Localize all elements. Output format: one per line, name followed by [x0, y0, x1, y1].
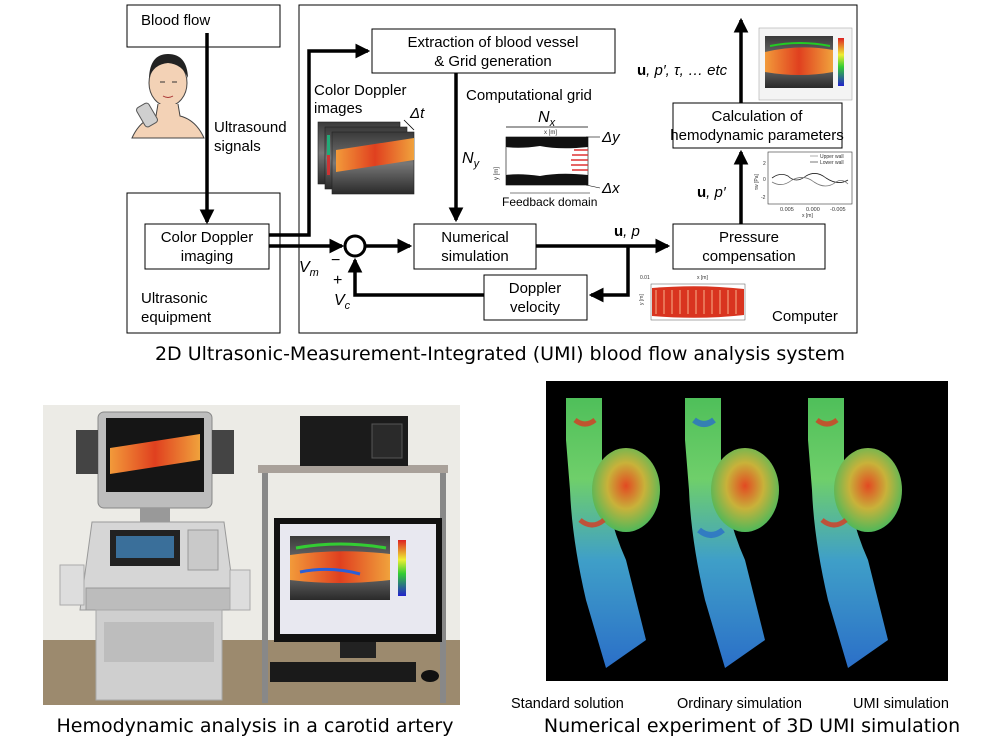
delta-t-label: Δt	[409, 105, 425, 122]
svg-text:0.01: 0.01	[640, 275, 650, 281]
vessel-umi-simulation	[808, 398, 902, 668]
svg-text:0.005: 0.005	[780, 207, 794, 213]
svg-text:0.000: 0.000	[806, 207, 820, 213]
numerical-simulation-label-1: Numerical	[441, 229, 509, 246]
delta-x-label: Δx	[601, 180, 620, 197]
svg-text:Lower wall: Lower wall	[820, 160, 844, 166]
vessel-standard-solution	[566, 398, 660, 668]
doppler-velocity-label-1: Doppler	[509, 280, 562, 297]
carotid-caption: Hemodynamic analysis in a carotid artery	[57, 715, 454, 737]
sim-label-standard: Standard solution	[511, 696, 624, 712]
svg-text:-2: -2	[761, 195, 766, 201]
ultrasonic-label-2: equipment	[141, 309, 212, 326]
color-doppler-images-label-1: Color Doppler	[314, 82, 407, 99]
svg-text:τw [Pa]: τw [Pa]	[754, 174, 760, 190]
wall-shear-plot: Upper wall Lower wall 0.005 0.000 -0.005…	[754, 151, 853, 219]
ultrasound-label-2: signals	[214, 138, 261, 155]
computer-label: Computer	[772, 308, 838, 325]
color-doppler-imaging-label-1: Color Doppler	[161, 229, 254, 246]
minus-sign: −	[331, 252, 340, 269]
blood-flow-label: Blood flow	[141, 12, 210, 29]
plus-sign: +	[333, 272, 342, 289]
vessel-ordinary-simulation	[685, 398, 779, 668]
svg-text:-0.005: -0.005	[830, 207, 846, 213]
calculation-label-2: hemodynamic parameters	[670, 127, 843, 144]
delta-t-tick	[403, 119, 415, 131]
sim-label-ordinary: Ordinary simulation	[677, 696, 802, 712]
summing-junction	[343, 234, 367, 258]
nx-label: Nx	[538, 109, 556, 129]
ultrasound-label-1: Ultrasound	[214, 119, 287, 136]
velocity-field-thumbnail: 0.01 x [m] y [m]	[639, 275, 746, 321]
computational-grid-label: Computational grid	[466, 87, 592, 104]
u-p-label: u, p	[614, 223, 640, 240]
color-doppler-imaging-box	[144, 223, 270, 270]
pressure-compensation-label-1: Pressure	[719, 229, 779, 246]
blood-flow-box	[126, 4, 281, 48]
calculation-label-1: Calculation of	[712, 108, 804, 125]
svg-text:y [m]: y [m]	[639, 294, 645, 305]
grid-axis-y: y [m]	[494, 167, 500, 180]
arrow-vc-feedback	[347, 257, 484, 297]
doppler-velocity-box	[483, 274, 588, 321]
umi-3d-simulation-image	[546, 381, 948, 681]
svg-text:x [m]: x [m]	[802, 213, 813, 219]
doppler-velocity-label-2: velocity	[510, 299, 561, 316]
output-result-thumbnail	[758, 27, 853, 101]
color-doppler-imaging-label-2: imaging	[181, 248, 234, 265]
arrow-to-extraction	[269, 43, 371, 237]
numerical-simulation-label-2: simulation	[441, 248, 509, 265]
patient-face-illustration	[131, 54, 205, 139]
computer-frame	[298, 4, 858, 334]
grid-axis-x: x [m]	[544, 130, 557, 136]
delta-x-tick	[585, 184, 601, 189]
pressure-compensation-label-2: compensation	[702, 248, 795, 265]
ultrasonic-equipment-frame	[126, 192, 281, 334]
feedback-domain-label: Feedback domain	[502, 195, 597, 209]
vc-label: Vc	[334, 292, 351, 312]
svg-text:x [m]: x [m]	[697, 275, 708, 281]
extraction-label-1: Extraction of blood vessel	[408, 34, 579, 51]
outputs-label: u, p′, τ, … etc	[637, 62, 728, 79]
ny-label: Ny	[462, 150, 481, 170]
svg-text:2: 2	[763, 161, 766, 167]
u-pprime-label: u, p′	[697, 184, 727, 201]
ultrasonic-label-1: Ultrasonic	[141, 290, 208, 307]
computational-grid-figure	[505, 136, 589, 186]
system-caption: 2D Ultrasonic-Measurement-Integrated (UM…	[155, 343, 845, 365]
color-doppler-images-label-2: images	[314, 100, 362, 117]
arrow-to-doppler-velocity	[588, 246, 630, 303]
sim-label-umi: UMI simulation	[853, 696, 949, 712]
doppler-image-stack	[317, 121, 415, 195]
svg-text:Upper wall: Upper wall	[820, 154, 844, 160]
svg-text:0: 0	[763, 177, 766, 183]
extraction-label-2: & Grid generation	[434, 53, 552, 70]
extraction-box	[371, 28, 616, 74]
calculation-box	[672, 102, 843, 149]
delta-y-label: Δy	[601, 129, 621, 146]
pressure-compensation-box	[672, 223, 826, 270]
carotid-analysis-photo	[43, 405, 460, 705]
umi-3d-caption: Numerical experiment of 3D UMI simulatio…	[544, 715, 960, 737]
vm-label: Vm	[299, 259, 319, 279]
